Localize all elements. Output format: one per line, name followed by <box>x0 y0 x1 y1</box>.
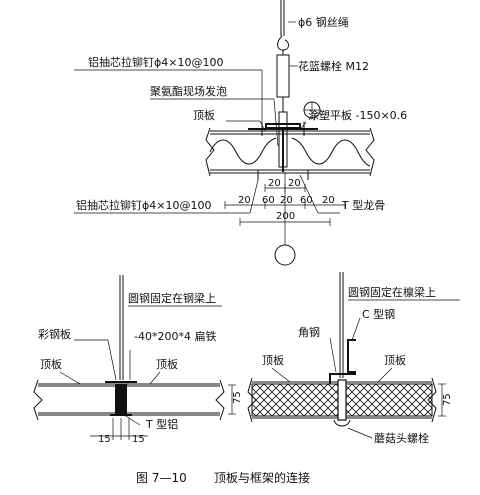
wire-rope-label: ϕ6 钢丝绳 <box>298 15 349 29</box>
flat-iron-label: -40*200*4 扁铁 <box>134 330 216 343</box>
left-thickness: 75 <box>232 391 243 404</box>
angle-steel-label: 角钢 <box>298 326 320 339</box>
coated-plate-label: 涂塑平板 -150×0.6 <box>308 108 407 122</box>
dim-15-b: 15 <box>132 434 145 445</box>
right-rod-note: 圆钢固定在檩梁上 <box>348 285 436 299</box>
corrugation-right <box>291 137 371 167</box>
dim-200: 200 <box>276 211 295 222</box>
right-roof-label-a: 顶板 <box>262 353 284 367</box>
dim-15-a: 15 <box>98 434 111 445</box>
dim-60-a: 60 <box>262 195 275 206</box>
top-detail: ϕ6 钢丝绳 花篮螺栓 M12 铝抽芯拉铆钉ϕ4×10@100 聚氨酯现场发泡 … <box>74 0 407 266</box>
right-thickness: 75 <box>442 393 453 406</box>
figure-number: 图 7—10 <box>136 471 187 485</box>
dim-20-e: 20 <box>322 195 335 206</box>
corrugation-left <box>209 137 277 165</box>
roof-panel-label: 顶板 <box>193 108 215 122</box>
dim-20-a: 20 <box>268 178 281 189</box>
hook <box>277 35 289 51</box>
mushroom-bolt <box>337 379 347 421</box>
t-aluminium <box>115 384 127 415</box>
color-steel-label: 彩钢板 <box>38 327 71 341</box>
c-steel <box>347 339 356 373</box>
rivet-bottom-label: 铝抽芯拉铆钉ϕ4×10@100 <box>76 198 211 212</box>
rivet-top-label: 铝抽芯拉铆钉ϕ4×10@100 <box>88 55 223 69</box>
mushroom-bolt-label: 蘑菇头螺栓 <box>374 431 429 445</box>
dim-60-b: 60 <box>300 195 313 206</box>
left-roof-label-b: 顶板 <box>156 357 178 371</box>
left-roof-label-a: 顶板 <box>40 357 62 371</box>
left-rod-note: 圆钢固定在钢梁上 <box>128 291 216 305</box>
t-keel-label: T 型龙骨 <box>341 198 385 212</box>
right-roof-label-b: 顶板 <box>384 353 406 367</box>
left-detail: 圆钢固定在钢梁上 彩钢板 -40*200*4 扁铁 顶板 顶板 75 15 15… <box>33 275 243 445</box>
turnbuckle-label: 花篮螺栓 M12 <box>298 59 369 73</box>
foam-label: 聚氨酯现场发泡 <box>150 84 227 98</box>
t-aluminium-label: T 型铝 <box>145 417 178 431</box>
right-detail: 圆钢固定在檩梁上 C 型钢 角钢 顶板 顶板 75 蘑菇头螺栓 <box>247 272 460 445</box>
center-mark-circle <box>274 244 296 266</box>
turnbuckle <box>276 54 290 98</box>
dim-20-c: 20 <box>238 195 251 206</box>
figure-title: 顶板与框架的连接 <box>214 470 310 485</box>
c-steel-label: C 型钢 <box>362 307 395 321</box>
dim-20-d: 20 <box>280 195 293 206</box>
angle-steel <box>329 373 356 384</box>
t-keel <box>265 123 301 129</box>
dim-20-b: 20 <box>288 178 301 189</box>
